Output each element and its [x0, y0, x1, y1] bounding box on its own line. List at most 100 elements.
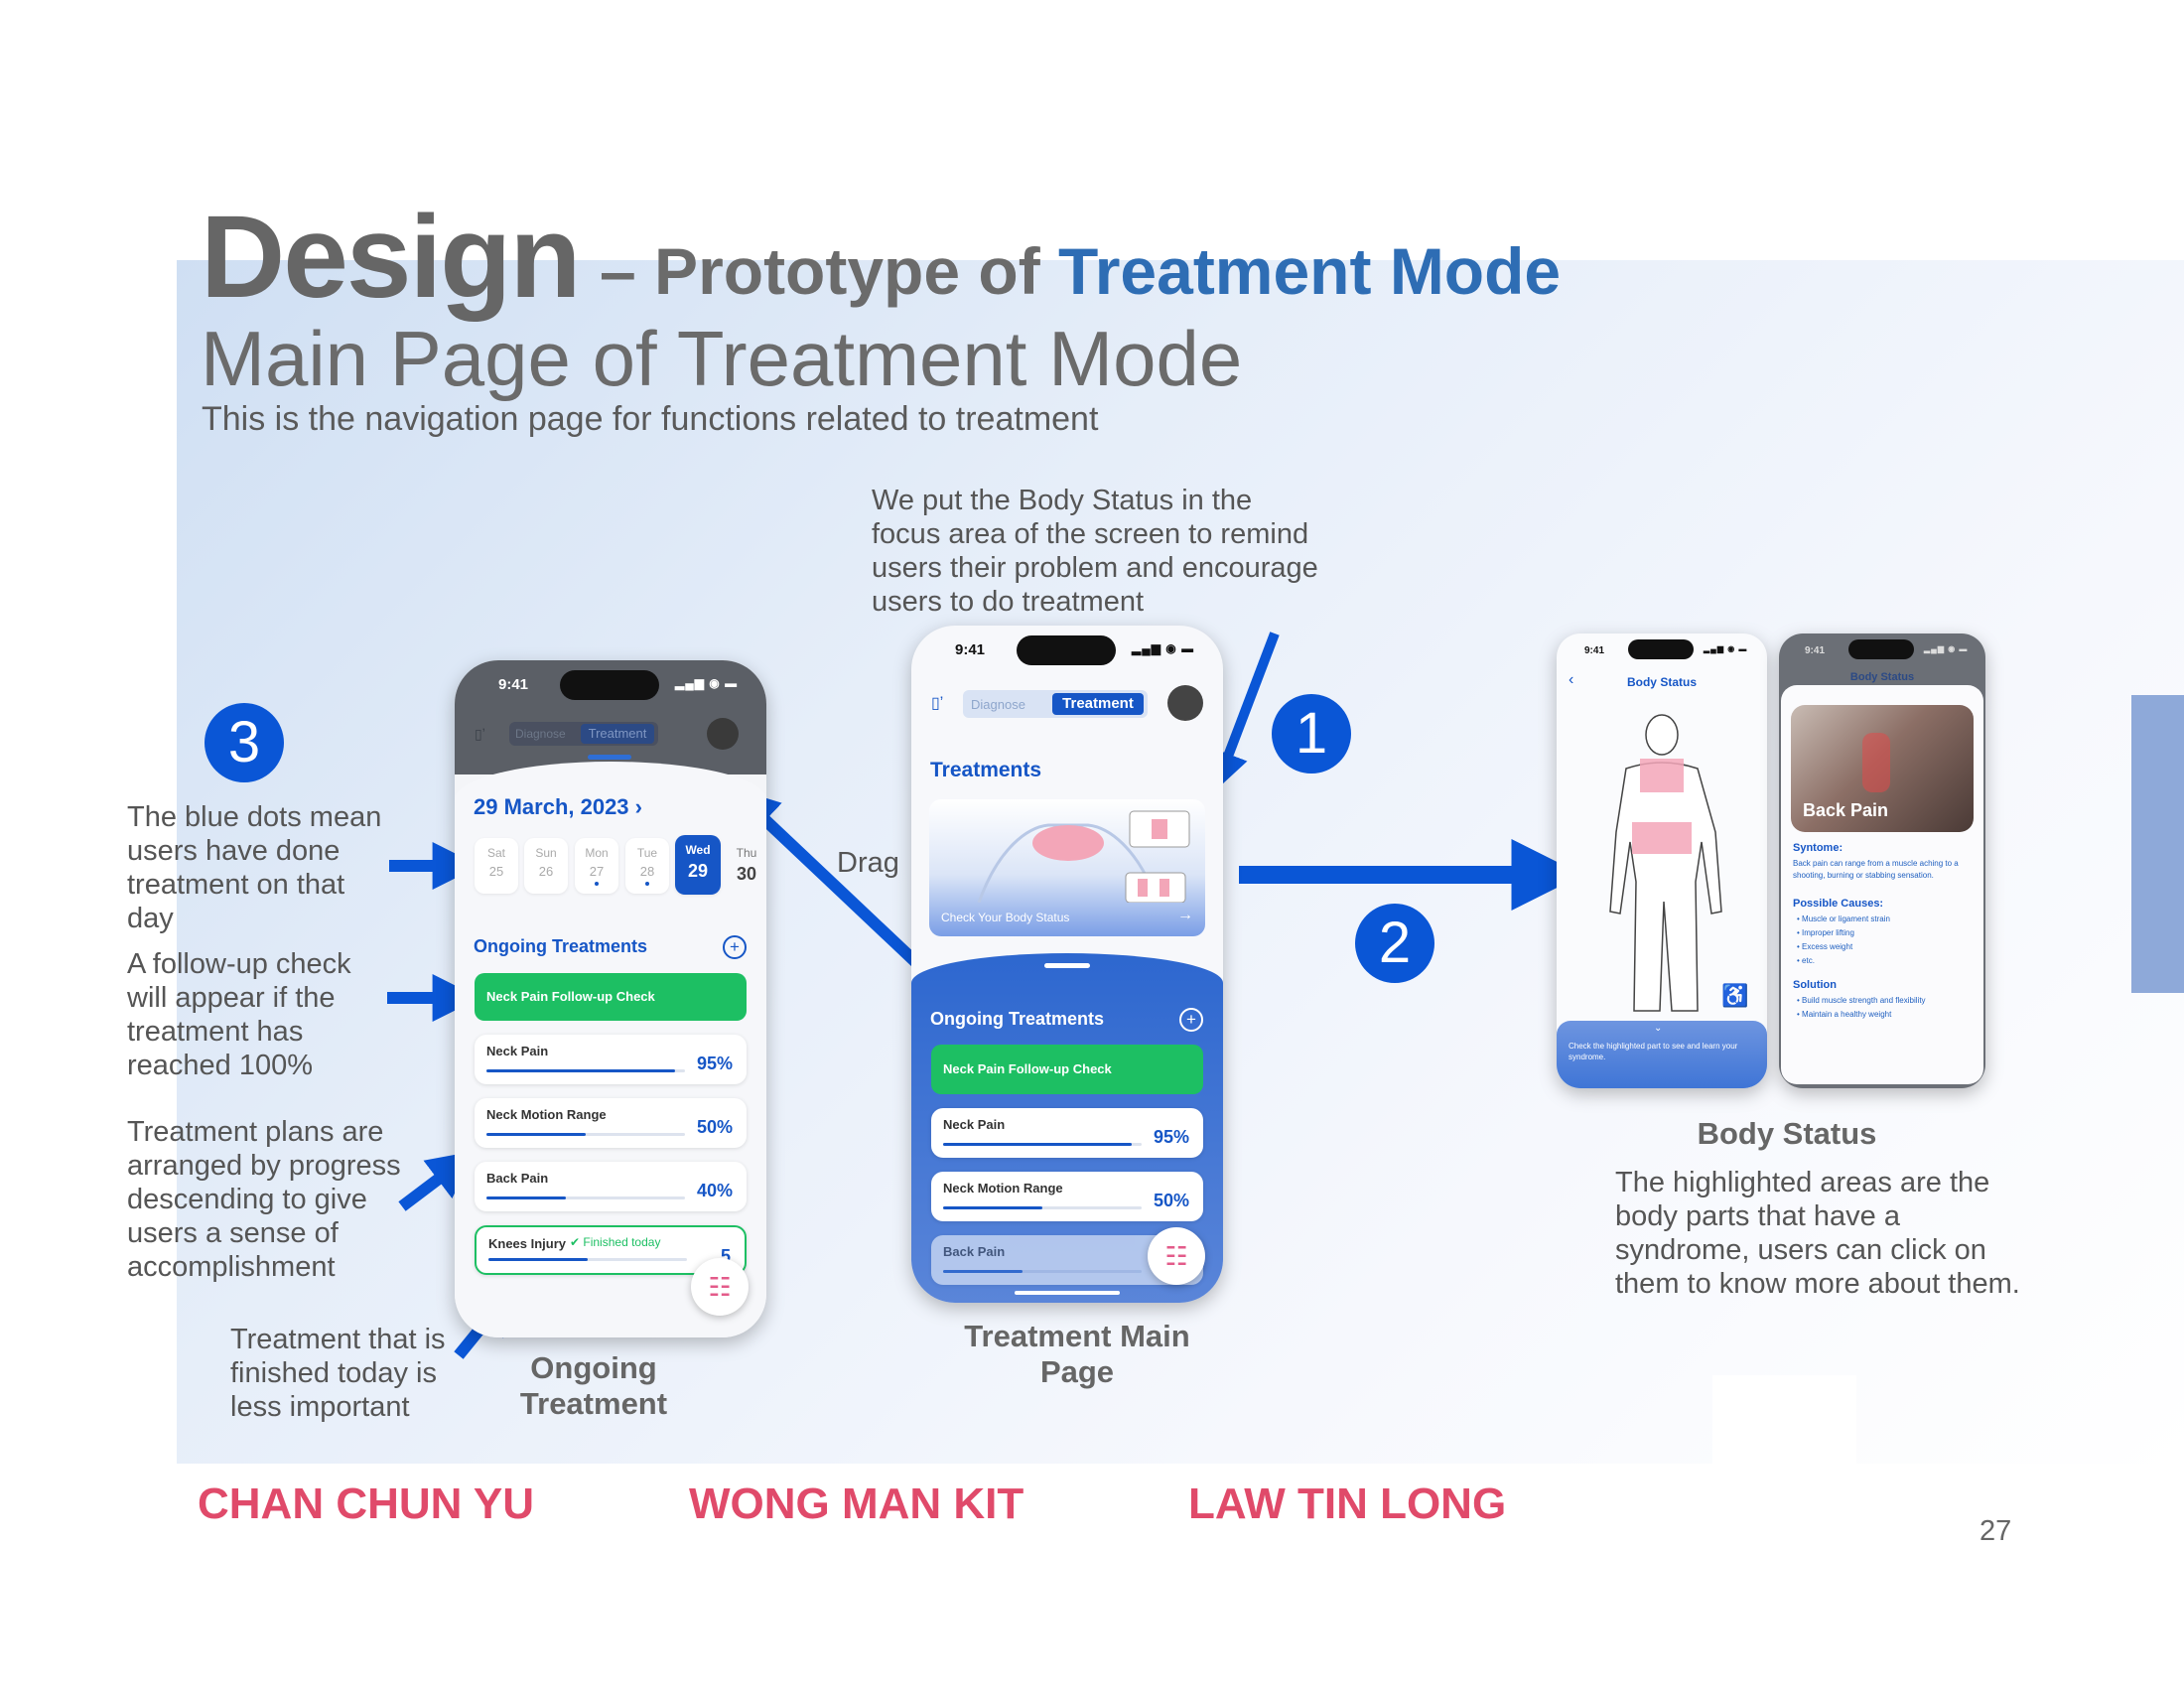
drag-handle[interactable] [588, 755, 631, 760]
syndrome-text: Back pain can range from a muscle aching… [1793, 859, 1959, 880]
follow-up-label: Neck Pain Follow-up Check [486, 989, 655, 1004]
solution-text: Maintain a healthy weight [1802, 1010, 1892, 1019]
image-label: Back Pain [1803, 800, 1889, 820]
date-selector[interactable]: 29 March, 2023 › [474, 794, 642, 819]
progress-track [943, 1143, 1142, 1146]
status-time: 9:41 [498, 676, 529, 693]
side-tab [2131, 695, 2184, 993]
phone-treatment-main: 9:41 ▂▄▆ ◉ ▬ ▯ʼ Diagnose Treatment Treat… [911, 626, 1223, 1303]
page-heading: Main Page of Treatment Mode [201, 315, 1243, 402]
treatment-name: Back Pain [486, 1171, 549, 1186]
add-treatment-button[interactable]: + [1179, 1008, 1203, 1032]
treatment-card[interactable]: Back Pain 40% [475, 1162, 747, 1211]
dynamic-island [1848, 639, 1914, 659]
back-icon[interactable]: ‹ [1569, 671, 1574, 688]
day-tue-name: Tue [636, 846, 658, 860]
arrow-drag [731, 787, 948, 993]
hint-sheet[interactable]: ⌄ Check the highlighted part to see and … [1557, 1021, 1767, 1088]
device-icon: ▯ʼ [475, 726, 485, 742]
treatment-card[interactable]: Neck Motion Range 50% [475, 1098, 747, 1148]
solution-title: Solution [1793, 979, 1837, 991]
blank-box [1712, 1375, 1856, 1470]
avatar[interactable] [707, 718, 739, 750]
progress-fill [943, 1270, 1023, 1273]
note-blue-dots: The blue dots mean users have done treat… [127, 801, 382, 934]
treatment-name: Neck Pain [486, 1044, 549, 1058]
day-thu-name: Thu [736, 846, 757, 860]
tab-treatment[interactable]: Treatment [581, 724, 654, 744]
chatbot-icon[interactable]: ☷ [1148, 1227, 1205, 1285]
neck-illustration [977, 810, 1190, 903]
solution-item: • Maintain a healthy weight [1797, 1009, 1891, 1021]
mode-toggle[interactable]: Diagnose Treatment [963, 690, 1148, 718]
phone-back-pain-detail: 9:41 ▂▄▆ ◉ ▬ Body Status Back Pain Synto… [1779, 633, 1985, 1088]
check-body-label: Check Your Body Status [941, 911, 1070, 924]
author-name-3: LAW TIN LONG [1188, 1479, 1507, 1528]
dynamic-island [560, 670, 659, 700]
progress-fill [486, 1069, 675, 1072]
day-thu[interactable]: Thu 30 [725, 838, 766, 894]
body-figure[interactable] [1576, 713, 1747, 1021]
tab-diagnose[interactable]: Diagnose [971, 697, 1025, 712]
dynamic-island [1628, 639, 1694, 659]
bullet: • [1797, 914, 1803, 923]
progress-track [943, 1270, 1142, 1273]
mode-toggle[interactable]: Diagnose Treatment [509, 722, 658, 746]
bullet: • [1797, 1010, 1803, 1019]
progress-track [486, 1196, 685, 1199]
day-sun-name: Sun [535, 846, 557, 860]
day-thu-num: 30 [736, 864, 757, 884]
treatment-name: Back Pain [943, 1244, 1006, 1259]
section-treatments-title: Treatments [930, 759, 1042, 781]
chatbot-icon[interactable]: ☷ [691, 1258, 749, 1316]
status-time: 9:41 [1805, 645, 1826, 656]
body-status-card[interactable]: Check Your Body Status → [929, 799, 1205, 936]
avatar[interactable] [1167, 685, 1203, 721]
arrow-arranged [398, 1150, 477, 1211]
title-sub-highlight: Treatment Mode [1058, 234, 1562, 308]
title-subtitle: – Prototype of Treatment Mode [600, 238, 1561, 304]
screen-title: Body Status [1849, 671, 1915, 683]
accessibility-icon[interactable]: ♿ [1721, 983, 1749, 1008]
treatment-name: Neck Motion Range [486, 1107, 607, 1122]
progress-track [486, 1069, 685, 1072]
treatment-percent: 40% [696, 1181, 733, 1200]
tab-treatment[interactable]: Treatment [1052, 693, 1144, 715]
badge-two: 2 [1355, 904, 1434, 983]
done-dot [645, 882, 649, 886]
causes-title: Possible Causes: [1793, 898, 1884, 910]
cause-item: • Excess weight [1797, 941, 1852, 953]
signal-icon: ▂▄▆ ◉ ▬ [1704, 644, 1748, 653]
note-follow-up: A follow-up check will appear if the tre… [127, 948, 351, 1081]
phone-body-status: 9:41 ▂▄▆ ◉ ▬ ‹ Body Status ♿ ⌄ Check the… [1557, 633, 1767, 1088]
cause-text: Muscle or ligament strain [1802, 914, 1890, 923]
arrow-right-icon: → [1177, 907, 1193, 923]
status-time: 9:41 [955, 641, 986, 658]
bullet: • [1797, 996, 1803, 1005]
device-icon[interactable]: ▯ʼ [931, 695, 944, 712]
day-wed-name: Wed [685, 843, 711, 857]
solution-text: Build muscle strength and flexibility [1802, 996, 1926, 1005]
follow-up-card[interactable]: Neck Pain Follow-up Check [931, 1045, 1203, 1094]
treatment-card[interactable]: Neck Pain 95% [475, 1035, 747, 1084]
follow-up-card[interactable]: Neck Pain Follow-up Check [475, 973, 747, 1021]
note-finished: Treatment that is finished today is less… [230, 1324, 446, 1423]
progress-track [488, 1258, 687, 1261]
finished-today-label: Finished today [583, 1235, 661, 1249]
finished-today-badge: ✔ Finished today [570, 1235, 660, 1249]
tab-diagnose[interactable]: Diagnose [515, 727, 566, 741]
add-treatment-button[interactable]: + [723, 935, 747, 959]
progress-fill [486, 1196, 566, 1199]
drag-handle[interactable] [1044, 963, 1090, 968]
treatment-card[interactable]: Neck Motion Range 50% [931, 1172, 1203, 1221]
treatment-percent: 95% [696, 1054, 733, 1073]
bullet: • [1797, 928, 1803, 937]
treatment-card[interactable]: Neck Pain 95% [931, 1108, 1203, 1158]
day-sat-num: 25 [488, 864, 504, 879]
